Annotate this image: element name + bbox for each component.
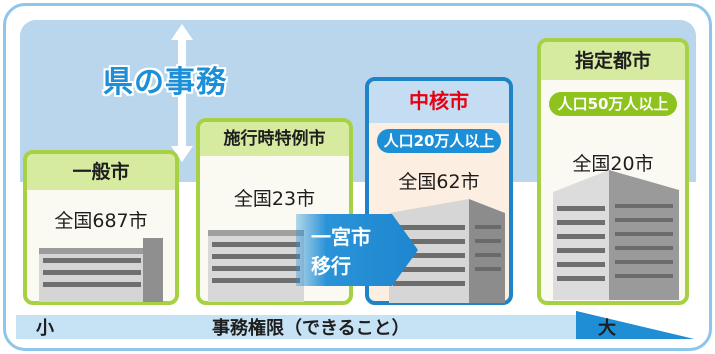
transition-arrow-icon	[296, 214, 418, 286]
card-count: 全国20市	[572, 153, 654, 175]
card-count: 全国687市	[54, 210, 148, 232]
card-title: 一般市	[27, 154, 175, 190]
scale-bar-shape	[16, 311, 694, 339]
card-count: 全国23市	[233, 188, 316, 210]
scale-small-label: 小	[36, 318, 54, 339]
card-title: 指定都市	[541, 42, 685, 80]
double-arrow-icon	[171, 24, 193, 162]
authority-scale-bar: 小 事務権限（できること） 大	[16, 311, 694, 339]
building-icon	[389, 199, 505, 303]
card-core-city: 中核市 人口20万人以上 全国62市	[365, 77, 513, 305]
transition-line1: 一宮市	[311, 225, 371, 249]
scale-large-label: 大	[598, 318, 616, 339]
building-icon	[553, 170, 679, 300]
building-icon	[208, 230, 304, 302]
population-badge: 人口20万人以上	[377, 129, 501, 153]
transition-line2: 移行	[311, 254, 351, 278]
card-title: 施行時特例市	[200, 122, 349, 156]
card-designated-city: 指定都市 人口50万人以上 全国20市	[537, 38, 689, 305]
prefecture-work-label: 県の事務	[103, 65, 227, 100]
population-badge: 人口50万人以上	[549, 92, 677, 116]
scale-axis-label: 事務権限（できること）	[212, 318, 410, 339]
card-title: 中核市	[369, 81, 509, 123]
card-general-city: 一般市 全国687市	[23, 150, 179, 305]
building-icon	[39, 238, 163, 302]
transition-label: 一宮市 移行	[311, 223, 391, 281]
card-count: 全国62市	[398, 171, 480, 193]
